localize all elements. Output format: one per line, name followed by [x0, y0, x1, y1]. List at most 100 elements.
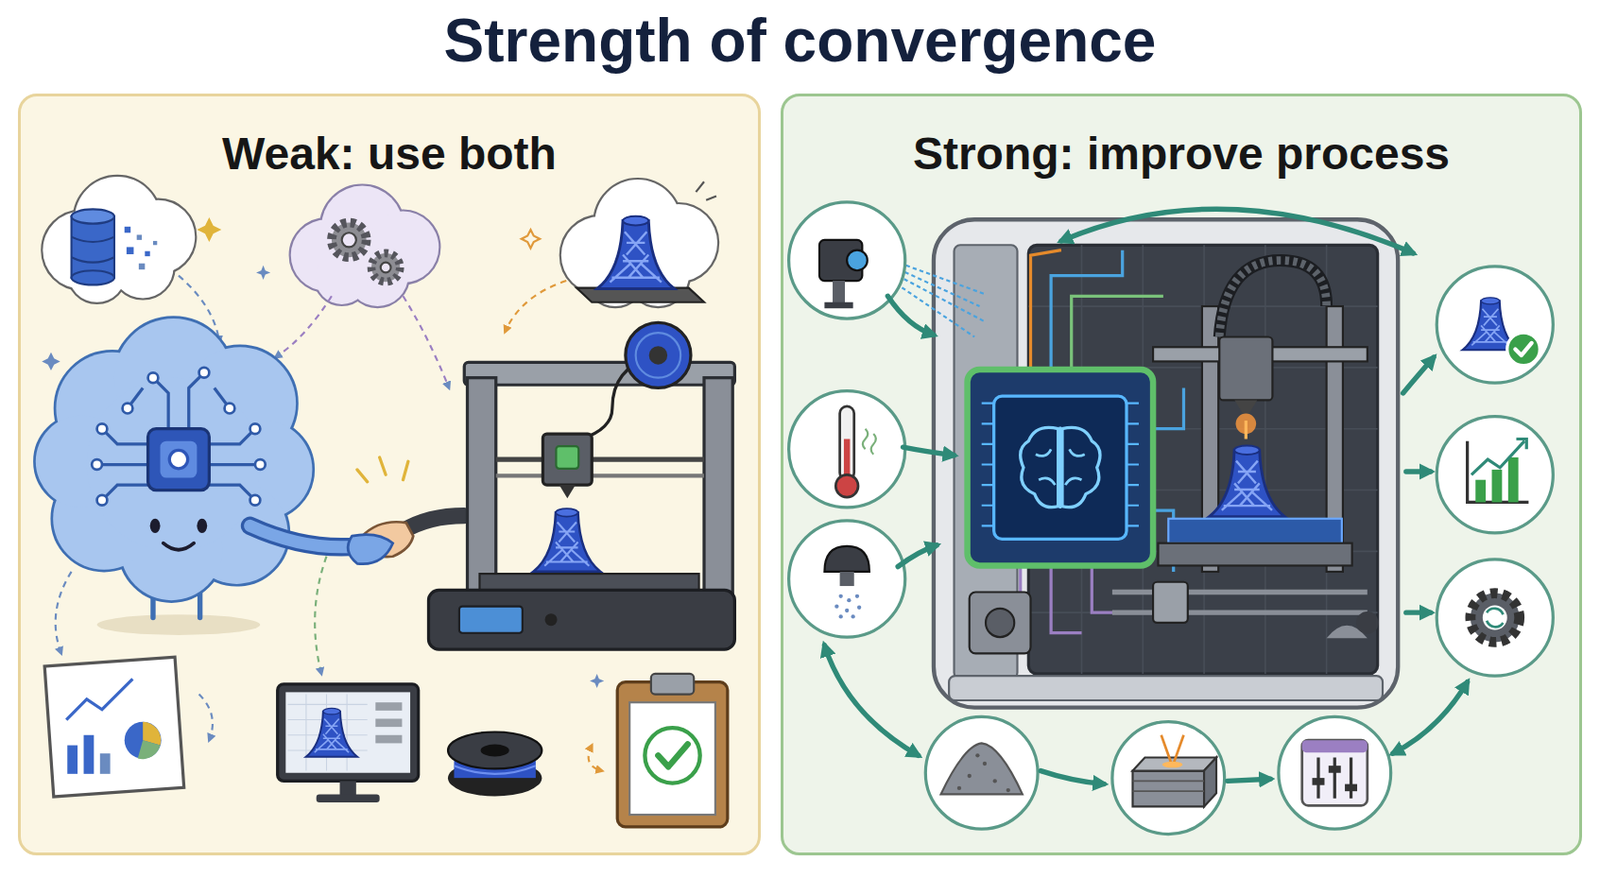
ai-brain: [189, 372, 205, 429]
part-cloud: [561, 179, 718, 307]
process-machine: [967, 369, 1154, 566]
monitor: [306, 707, 358, 757]
database-cloud: [71, 270, 115, 285]
dashed-arrows: [55, 571, 72, 654]
flow-arrows: [1406, 609, 1431, 615]
temperature-circle: [835, 474, 859, 498]
flow-arrows: [1061, 208, 1414, 254]
nozzle-circle: [857, 605, 861, 610]
panel-heading: Strong: improve process: [783, 127, 1580, 180]
sparkles: [196, 217, 222, 242]
3d-printer: [496, 456, 705, 462]
flow-arrows: [1393, 682, 1468, 755]
settings-circle: [1302, 739, 1368, 753]
ai-brain: [102, 429, 149, 445]
process-machine: [994, 395, 1127, 539]
3d-printer: [459, 606, 523, 634]
handshake: [347, 534, 394, 565]
handshake: [357, 457, 409, 482]
ai-brain: [122, 403, 134, 414]
ai-brain: [97, 463, 149, 466]
nozzle-circle: [850, 614, 855, 619]
quality-circle: [1514, 343, 1532, 356]
layers-circle: [1112, 722, 1225, 835]
clipboard: [651, 673, 694, 695]
powder-circle: [941, 742, 1023, 794]
powder-circle: [967, 774, 972, 778]
powder-circle: [957, 786, 962, 791]
flow-arrows: [1227, 778, 1271, 781]
part-cloud: [561, 179, 718, 307]
ai-brain: [224, 403, 236, 414]
panel-ground: [780, 93, 1583, 856]
flow-arrows: [1040, 771, 1104, 785]
handshake: [250, 457, 465, 565]
process-machine: [1356, 611, 1379, 635]
growth-circle: [1515, 439, 1527, 450]
dashed-arrows: [199, 694, 213, 741]
gears-cloud: [291, 186, 440, 307]
process-machine: [1031, 250, 1062, 374]
layers-circle: [1162, 761, 1184, 768]
ai-brain: [250, 495, 261, 506]
temperature-circle: [789, 391, 906, 508]
database-cloud: [124, 226, 131, 233]
ai-brain: [35, 318, 313, 601]
database-cloud: [138, 263, 145, 270]
temperature-circle: [789, 391, 906, 508]
gears-cloud: [342, 232, 357, 247]
process-machine: [1209, 445, 1286, 517]
powder-circle: [1006, 788, 1011, 792]
nozzle-circle: [840, 571, 855, 586]
process-machine: [1152, 582, 1188, 623]
flow-arrows: [903, 447, 955, 456]
process-machine: [969, 592, 1032, 654]
nozzle-circle: [844, 608, 849, 613]
process-machine: [981, 403, 1139, 527]
chart-paper: [44, 656, 185, 797]
powder-circle: [925, 716, 1038, 829]
sparkles: [521, 229, 540, 248]
layers-circle: [1132, 780, 1205, 792]
ai-brain: [97, 372, 261, 500]
chart-paper: [84, 735, 95, 775]
layers-circle: [1112, 722, 1225, 835]
monitor: [375, 735, 402, 744]
monitor: [375, 718, 402, 727]
ai-brain: [196, 518, 207, 534]
ai-brain: [148, 372, 159, 383]
dashed-arrows: [314, 556, 327, 674]
ai-brain: [35, 318, 313, 636]
3d-printer: [467, 378, 497, 598]
gears-cloud: [291, 186, 440, 307]
layers-circle: [1132, 771, 1205, 808]
sparkles: [41, 352, 60, 371]
sparkles: [256, 265, 271, 280]
settings-circle: [1278, 716, 1392, 829]
3d-printer: [464, 361, 735, 385]
ai-brain: [97, 423, 108, 434]
sensor-circle: [789, 202, 906, 319]
settings-circle: [1278, 716, 1392, 829]
sensor-circle: [789, 202, 906, 319]
quality-circle: [1436, 266, 1553, 383]
handshake: [250, 525, 361, 548]
gears-cloud: [315, 251, 369, 305]
flow-arrows: [1403, 357, 1434, 394]
ai-brain: [86, 378, 261, 552]
ai-brain: [169, 449, 188, 468]
nozzle-circle: [839, 614, 844, 619]
3d-printer: [428, 322, 735, 650]
process-machine: [933, 219, 1398, 707]
powder-circle: [957, 753, 1011, 792]
layers-circle: [1204, 757, 1217, 808]
clipboard: [617, 673, 728, 827]
3d-printer: [542, 433, 592, 485]
monitor: [277, 684, 419, 803]
process-machine: [1035, 427, 1085, 509]
ai-brain: [91, 367, 266, 506]
3d-printer: [559, 484, 576, 499]
process-machine: [948, 675, 1383, 701]
monitor: [375, 702, 402, 711]
quality-circle: [1436, 266, 1553, 383]
